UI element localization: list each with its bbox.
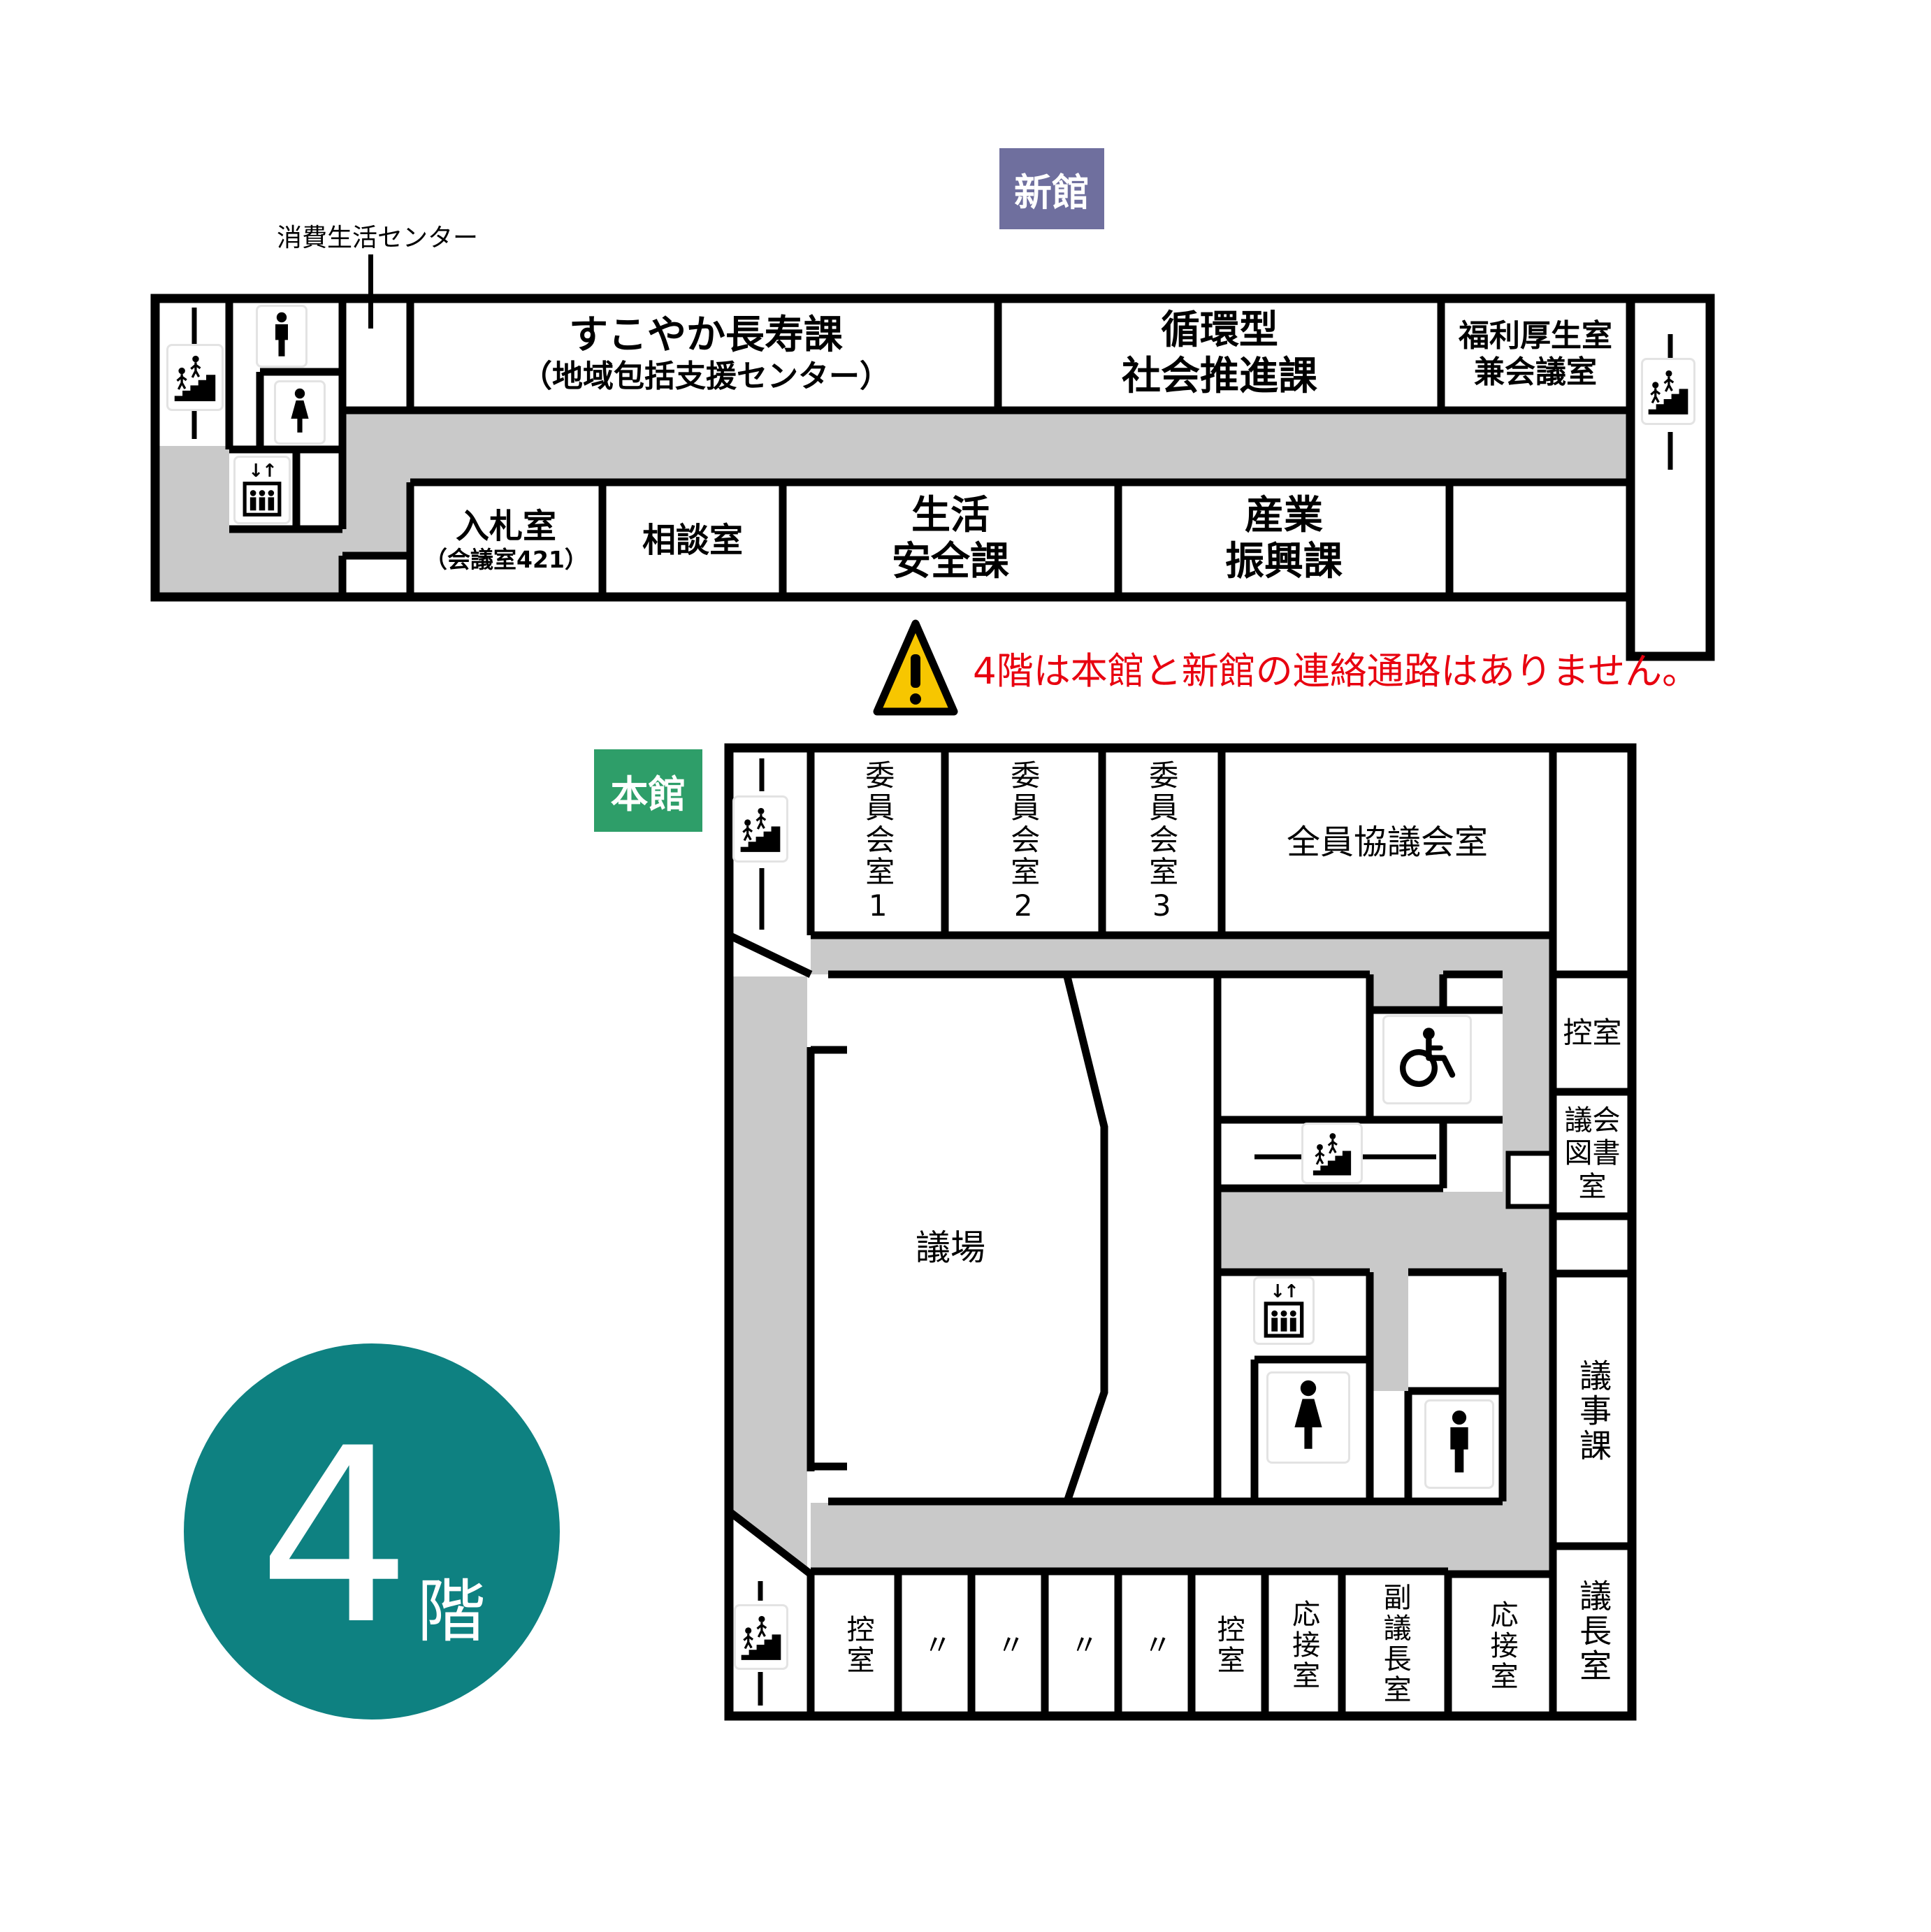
room-fukuri-line2: 兼会議室 (1474, 354, 1597, 390)
floor-number-badge: 4 階 (184, 1343, 560, 1720)
main-wing-walls (724, 743, 1637, 1721)
room-seikatsu-line1: 生活 (911, 492, 990, 538)
room-iinkai3: 委員会室3 (1144, 759, 1179, 925)
new-wing-corridors (159, 412, 1630, 594)
room-junkangata-line1: 循環型 (1161, 307, 1278, 353)
room-tosho-line2: 図書室 (1564, 1137, 1621, 1203)
room-bottom-osetsu-2: 応接室 (1485, 1600, 1518, 1692)
room-junkangata: 循環型 社会推進課 (1006, 302, 1433, 405)
room-iinkai1: 委員会室1 (860, 759, 895, 925)
room-zenin-kyogi: 全員協議会室 (1286, 822, 1488, 862)
room-gikai-tosho: 議会 図書室 (1556, 1095, 1629, 1213)
room-sangyo-line2: 振興課 (1225, 539, 1343, 584)
stairs-icon (732, 795, 788, 863)
room-fukuri-line1: 福利厚生室 (1459, 318, 1612, 354)
room-seikatsu-anzen: 生活 安全課 (786, 484, 1115, 594)
room-nyusatsu: 入札室 （会議室421） (412, 488, 600, 593)
room-bottom-hikae-2: 控室 (1212, 1615, 1245, 1676)
main-wing-badge: 本館 (594, 749, 702, 832)
room-sukoyaka-line1: すこやか長寿課 (569, 312, 843, 358)
consumer-center-label: 消費生活センター (276, 223, 478, 252)
elevator-arrows: ↓↑ (248, 461, 277, 482)
room-seikatsu-line2: 安全課 (892, 539, 1009, 584)
mens-restroom-icon (1424, 1399, 1494, 1489)
elevator-arrows: ↓↑ (1270, 1281, 1299, 1302)
consumer-center-pointer-line (368, 254, 373, 329)
room-sodan: 相談室 (642, 520, 743, 560)
stairs-icon (734, 1604, 788, 1670)
room-hikae-right: 控室 (1563, 1016, 1622, 1051)
room-sangyo-line1: 産業 (1245, 492, 1323, 538)
room-bottom-osetsu-1: 応接室 (1287, 1599, 1320, 1692)
warning-triangle-icon (873, 619, 958, 716)
stairs-icon (1301, 1123, 1363, 1184)
room-iinkai2: 委員会室2 (1006, 759, 1041, 925)
room-bottom-ditto-3: 〃 (1065, 1630, 1098, 1661)
new-wing-walls (150, 294, 1715, 661)
room-bottom-ditto-1: 〃 (918, 1630, 951, 1661)
room-bottom-ditto-4: 〃 (1138, 1630, 1171, 1661)
room-junkangata-line2: 社会推進課 (1122, 354, 1317, 399)
room-bottom-hikae-1: 控室 (841, 1615, 874, 1676)
room-gijika: 議事課 (1575, 1359, 1613, 1464)
womens-restroom-icon (1266, 1371, 1350, 1464)
stairs-icon (1641, 358, 1695, 425)
warning-text: 4階は本館と新館の連絡通路はありません。 (973, 650, 1700, 693)
room-gichoshitsu: 議長室 (1575, 1578, 1613, 1684)
room-sukoyaka-line2: （地域包括支援センター） (521, 359, 890, 395)
floor-suffix: 階 (417, 1572, 486, 1652)
accessible-restroom-icon (1382, 1015, 1472, 1104)
room-nyusatsu-line1: 入札室 (455, 507, 556, 547)
room-nyusatsu-line2: （会議室421） (424, 545, 588, 573)
floor-number: 4 (258, 1397, 412, 1678)
new-wing-badge: 新館 (999, 148, 1104, 229)
mens-restroom-icon (256, 305, 308, 368)
room-sangyo-shinko: 産業 振興課 (1121, 484, 1447, 594)
room-sukoyaka: すこやか長寿課 （地域包括支援センター） (419, 302, 992, 405)
elevator-icon: ↓↑ (1253, 1276, 1315, 1345)
room-bottom-fukugicho: 副議長室 (1378, 1583, 1411, 1706)
room-bottom-ditto-2: 〃 (992, 1630, 1025, 1661)
elevator-icon: ↓↑ (233, 456, 291, 524)
stairs-icon (166, 344, 224, 411)
room-tosho-line1: 議会 (1564, 1104, 1621, 1137)
womens-restroom-icon (274, 380, 326, 445)
room-gijo: 議場 (916, 1227, 985, 1268)
room-fukuri-kosei: 福利厚生室 兼会議室 (1444, 305, 1627, 404)
